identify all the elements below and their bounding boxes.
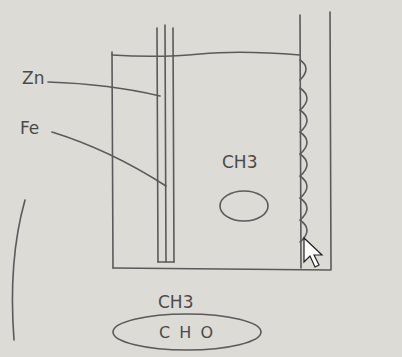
electrode-rod — [165, 25, 166, 262]
sketch-label: CH3 — [158, 292, 193, 312]
sketch-label: Fe — [20, 118, 39, 138]
bubble — [220, 191, 268, 221]
container-bottom — [113, 268, 330, 270]
oval-node: C H O — [112, 313, 262, 351]
paper-edge — [12, 200, 25, 340]
electrode-rod — [157, 28, 158, 262]
leader-line — [48, 82, 160, 96]
leader-line — [52, 132, 166, 186]
deposit-bumps — [300, 60, 306, 80]
node-text: C H O — [159, 323, 215, 342]
electrode-rod — [173, 28, 174, 262]
tube-wall — [330, 12, 331, 270]
liquid-surface — [112, 52, 300, 56]
container-wall — [112, 52, 113, 268]
sketch-label: Zn — [22, 68, 44, 88]
sketch-label: CH3 — [222, 152, 257, 172]
deposit-bumps — [300, 88, 307, 242]
mouse-cursor — [304, 238, 322, 267]
electrode-rod — [158, 261, 174, 263]
tube-wall — [300, 15, 301, 268]
